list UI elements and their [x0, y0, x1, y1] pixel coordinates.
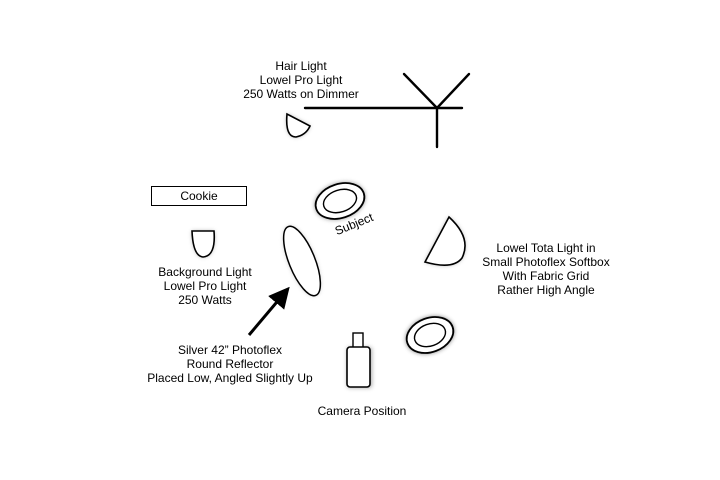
arrow-icon [247, 286, 290, 336]
camera-position-label: Camera Position [317, 404, 407, 418]
hair-light-label: Hair Light Lowel Pro Light 250 Watts on … [243, 59, 359, 101]
camera-icon [346, 332, 372, 388]
ellipse-icon [405, 316, 455, 354]
background-light-lamp-icon [191, 230, 216, 258]
hair-light-lamp-icon [285, 112, 312, 138]
cookie-label: Cookie [151, 186, 247, 206]
boom-stand-icon [303, 72, 471, 149]
softbox-icon [423, 215, 466, 266]
key-light-label: Lowel Tota Light in Small Photoflex Soft… [482, 241, 610, 297]
reflector-icon [282, 225, 322, 297]
background-light-label: Background Light Lowel Pro Light 250 Wat… [158, 265, 252, 307]
subject-icon [314, 182, 366, 220]
reflector-label: Silver 42” Photoflex Round Reflector Pla… [147, 343, 313, 385]
